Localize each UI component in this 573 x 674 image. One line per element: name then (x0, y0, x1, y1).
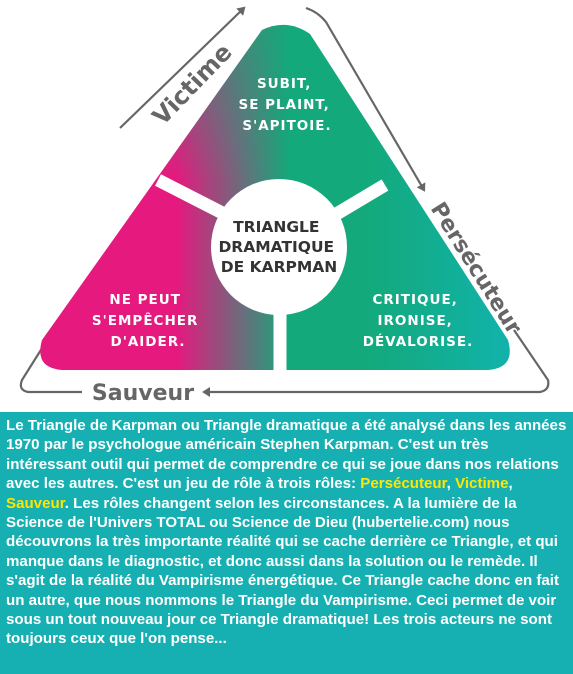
svg-text:TRIANGLE DRAMATIQUE DE: TRIANGLE DRAMATIQUE DE KARPMAN (218, 218, 339, 276)
top-zone-line-3: S'APITOIE. (242, 118, 331, 134)
arrow-bottom-left (19, 309, 82, 394)
arrow-top-right (305, 6, 426, 192)
top-zone-line-1: SUBIT, (257, 76, 311, 92)
arrow-left-up (119, 6, 246, 129)
cycle-arrows (19, 6, 550, 397)
svg-text:SUBIT, SE PLAINT, S'AP: SUBIT, SE PLAINT, S'APITOIE. (238, 76, 335, 134)
center-title-line-1: TRIANGLE (233, 218, 319, 236)
karpman-triangle-diagram: TRIANGLE DRAMATIQUE DE KARPMAN SUBIT, SE… (19, 6, 550, 406)
top-zone-line-2: SE PLAINT, (238, 97, 329, 113)
left-zone-line-1: NE PEUT (109, 292, 181, 308)
svg-text:NE PEUT S'EMPÊCHER D'A: NE PEUT S'EMPÊCHER D'AIDER. (92, 292, 204, 350)
right-zone-line-1: CRITIQUE, (372, 292, 457, 308)
left-zone-line-2: S'EMPÊCHER (92, 312, 198, 329)
left-zone-line-3: D'AIDER. (110, 334, 185, 350)
role-label-sauveur: Sauveur (92, 381, 194, 406)
right-zone-line-3: DÉVALORISE. (363, 333, 474, 350)
arrow-right-down (202, 329, 550, 397)
caption-separator-1: , (446, 475, 456, 493)
center-title-line-3: DE KARPMAN (221, 258, 338, 276)
right-zone-line-2: IRONISE, (378, 313, 453, 329)
caption-separator-2: , (508, 475, 513, 493)
caption-role-victime: Victime (455, 475, 509, 493)
description-text-block: Le Triangle de Karpman ou Triangle drama… (0, 412, 573, 674)
caption-role-sauveur: Sauveur (6, 494, 65, 512)
caption-part-2: . Les rôles changent selon les circonsta… (6, 494, 560, 648)
center-circle (211, 179, 347, 315)
caption-part-1: Le Triangle de Karpman ou Triangle drama… (6, 417, 567, 493)
svg-text:CRITIQUE, IRONISE, DÉV: CRITIQUE, IRONISE, DÉVALORISE. (363, 292, 474, 350)
center-title-line-2: DRAMATIQUE (218, 238, 334, 256)
caption-role-persecuteur: Persécuteur (360, 475, 447, 493)
